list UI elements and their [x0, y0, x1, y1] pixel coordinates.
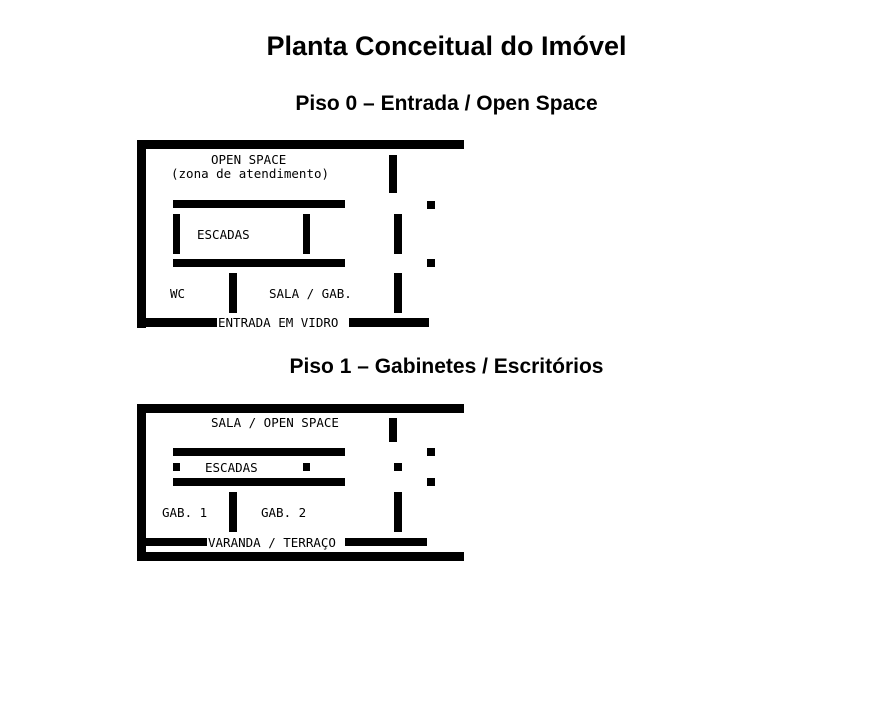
sala-gab-label: SALA / GAB. — [269, 286, 352, 301]
zona-atendimento-label: (zona de atendimento) — [171, 166, 329, 181]
page-title: Planta Conceitual do Imóvel — [266, 31, 627, 61]
floor-0-title: Piso 0 – Entrada / Open Space — [295, 92, 598, 115]
varanda-terraco-label: VARANDA / TERRAÇO — [208, 535, 336, 550]
bottom-wall-right — [345, 538, 427, 546]
open-space-label: OPEN SPACE — [211, 152, 286, 167]
floor-1-title: Piso 1 – Gabinetes / Escritórios — [289, 355, 604, 378]
wc-label: WC — [170, 286, 185, 301]
stairs-wall-top — [173, 448, 345, 456]
floor-1-walls — [137, 404, 464, 561]
sala-open-space-label: SALA / OPEN SPACE — [211, 415, 339, 430]
middle-right-wall — [394, 214, 402, 254]
gab-divider-wall — [229, 492, 237, 532]
floor-0-walls — [137, 140, 464, 328]
open-space-right-wall — [389, 155, 397, 193]
outer-wall-bottom — [137, 552, 464, 561]
far-right-block-1 — [427, 448, 435, 456]
stairs-block-left — [173, 463, 180, 471]
far-right-block-2 — [427, 478, 435, 486]
bottom-wall-left — [137, 318, 217, 327]
entrada-vidro-label: ENTRADA EM VIDRO — [218, 315, 338, 330]
bottom-wall-left — [137, 538, 207, 546]
gab-1-label: GAB. 1 — [162, 505, 207, 520]
middle-right-block — [394, 463, 402, 471]
escadas-label: ESCADAS — [197, 227, 250, 242]
wc-wall — [229, 273, 237, 313]
far-right-block-1 — [427, 201, 435, 209]
bottom-wall-right — [349, 318, 429, 327]
far-right-block-2 — [427, 259, 435, 267]
stairs-wall-top — [173, 200, 345, 208]
floor-0-plan: OPEN SPACE (zona de atendimento) ESCADAS… — [137, 140, 464, 330]
stairs-wall-bottom — [173, 478, 345, 486]
sala-right-wall — [394, 273, 402, 313]
stairs-wall-left — [173, 214, 180, 254]
outer-wall-top — [137, 404, 464, 413]
outer-wall-top — [137, 140, 464, 149]
stairs-block-right — [303, 463, 310, 471]
open-space-right-wall — [389, 418, 397, 442]
outer-wall-left — [137, 404, 146, 554]
floor-1-plan: SALA / OPEN SPACE ESCADAS GAB. 1 GAB. 2 … — [137, 404, 464, 561]
stairs-wall-right — [303, 214, 310, 254]
gab-2-label: GAB. 2 — [261, 505, 306, 520]
escadas-label: ESCADAS — [205, 460, 258, 475]
outer-wall-left — [137, 140, 146, 328]
stairs-wall-bottom — [173, 259, 345, 267]
gab-2-right-wall — [394, 492, 402, 532]
